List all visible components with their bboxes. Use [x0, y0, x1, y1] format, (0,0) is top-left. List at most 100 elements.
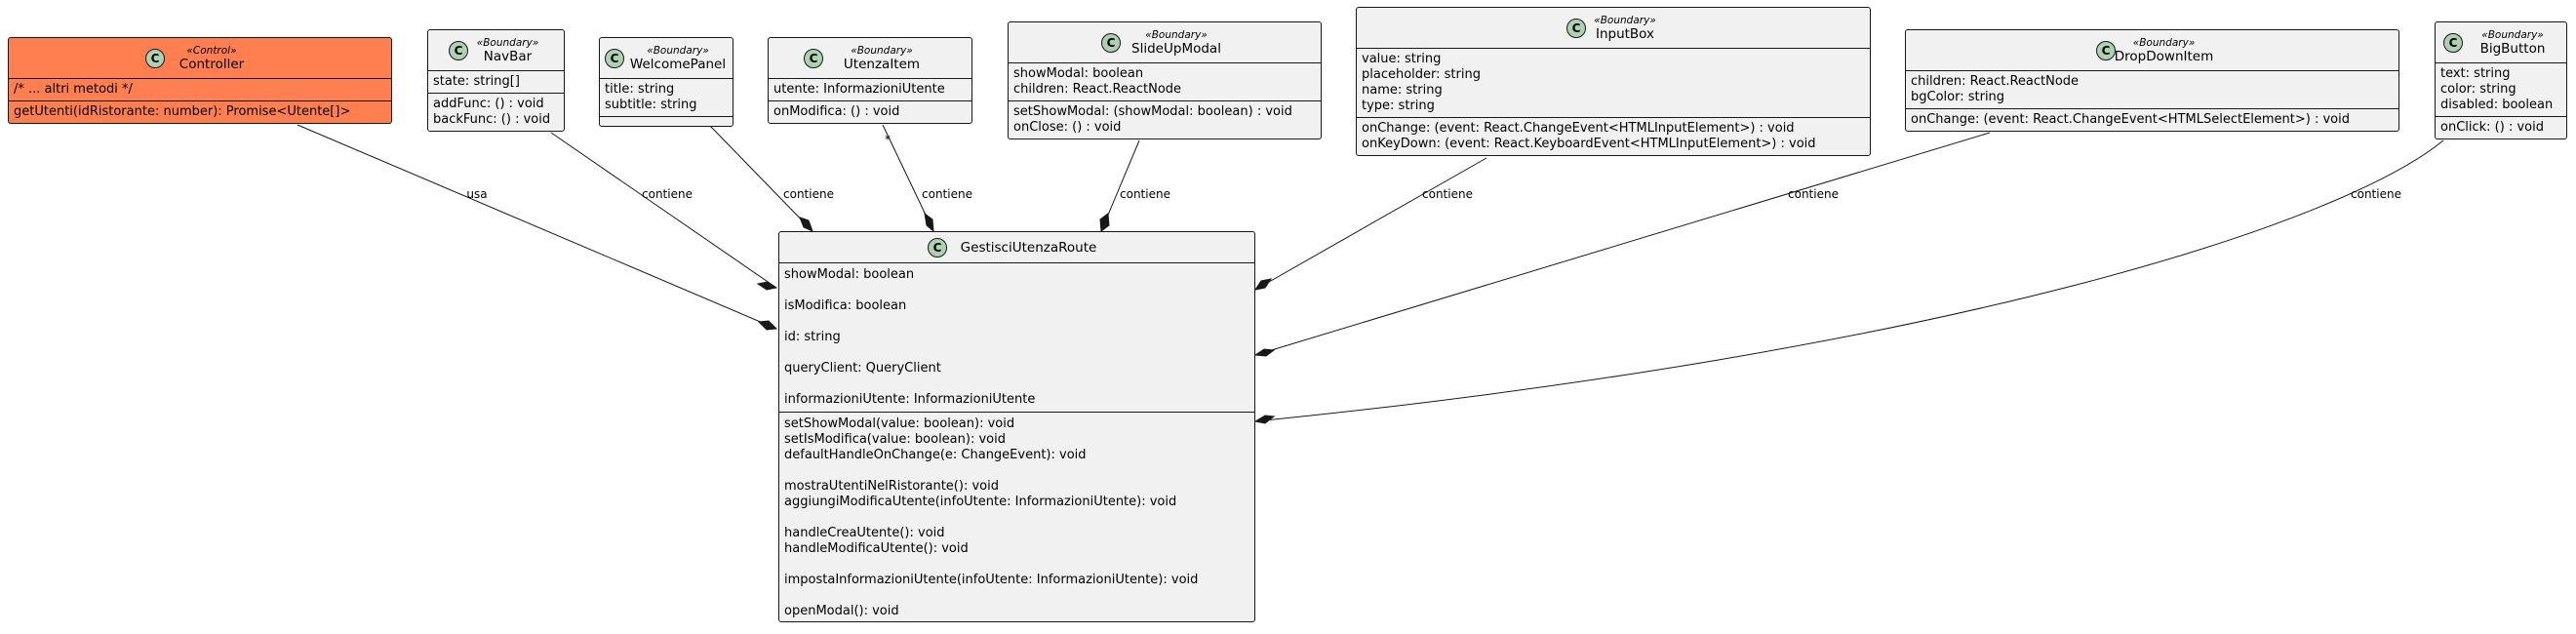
attribute-spacer	[784, 345, 1249, 361]
attribute: queryClient: QueryClient	[784, 361, 941, 376]
attribute: isModifica: boolean	[784, 298, 907, 313]
edge-label-usa: usa	[466, 187, 488, 201]
method-spacer	[784, 557, 1249, 573]
attribute: showModal: boolean	[784, 267, 915, 282]
attributes-section: showModal: boolean children: React.React…	[1009, 63, 1321, 100]
edge-inputbox-gestisci	[1254, 157, 1487, 291]
methods-section: setShowModal(value: boolean): void setIs…	[779, 412, 1254, 621]
edge-label-contiene: contiene	[1788, 187, 1839, 201]
class-name: InputBox	[1595, 25, 1655, 42]
method: backFunc: () : void	[433, 112, 551, 127]
composition-diamond	[799, 217, 813, 232]
class-name: BigButton	[2479, 40, 2546, 57]
methods-section: onModifica: () : void	[769, 100, 971, 123]
class-c-icon: C	[2096, 41, 2116, 60]
attribute: state: string[]	[433, 74, 520, 89]
attribute-spacer	[784, 283, 1249, 298]
edge-controller-gestisci	[297, 124, 777, 330]
class-dropdownitem: C «Boundary» DropDownItem children: Reac…	[1905, 29, 2399, 132]
class-c-icon: C	[928, 238, 947, 258]
method: handleModificaUtente(): void	[784, 541, 969, 556]
edge-navbar-gestisci	[550, 132, 777, 289]
attribute: bgColor: string	[1911, 90, 2005, 104]
method: aggiungiModificaUtente(infoUtente: Infor…	[784, 495, 1177, 509]
edge-bigbutton-gestisci	[1254, 139, 2444, 422]
class-stereotype: «Boundary»	[851, 44, 913, 57]
attribute: title: string	[605, 82, 675, 97]
class-name: UtenzaItem	[843, 56, 921, 72]
methods-section: onChange: (event: React.ChangeEvent<HTML…	[1357, 117, 1870, 155]
class-slideupmodal: C «Boundary» SlideUpModal showModal: boo…	[1008, 21, 1322, 139]
class-bigbutton: C «Boundary» BigButton text: string colo…	[2435, 21, 2567, 139]
method: addFunc: () : void	[433, 97, 544, 111]
edge-welcomepanel-gestisci	[708, 124, 813, 232]
multiplicity-label: *	[885, 133, 891, 146]
composition-diamond	[1253, 415, 1276, 424]
attribute: name: string	[1362, 83, 1443, 98]
class-utenzaitem: C «Boundary» UtenzaItem utente: Informaz…	[768, 37, 972, 124]
edge-label-contiene: contiene	[2351, 187, 2401, 201]
attributes-section: /* ... altri metodi */	[9, 79, 391, 100]
attribute: /* ... altri metodi */	[14, 82, 133, 97]
composition-diamond	[1253, 278, 1273, 291]
class-controller: C «Control» Controller /* ... altri meto…	[8, 37, 392, 124]
attributes-section: showModal: boolean isModifica: boolean i…	[779, 263, 1254, 412]
method: onChange: (event: React.ChangeEvent<HTML…	[1362, 121, 1795, 136]
composition-diamond	[1099, 213, 1110, 232]
method: onClose: () : void	[1013, 120, 1122, 135]
class-stereotype: «Boundary»	[476, 36, 539, 49]
edge-label-contiene: contiene	[642, 187, 693, 201]
edge-label-contiene: contiene	[1422, 187, 1473, 201]
class-c-icon: C	[804, 49, 823, 68]
attribute: children: React.ReactNode	[1911, 74, 2080, 89]
method: setShowModal: (showModal: boolean) : voi…	[1013, 104, 1292, 119]
class-stereotype: «Boundary»	[2481, 28, 2544, 41]
methods-section: getUtenti(idRistorante: number): Promise…	[9, 100, 391, 123]
class-c-icon: C	[2443, 33, 2463, 53]
attribute-spacer	[784, 314, 1249, 330]
class-stereotype: «Boundary»	[647, 44, 709, 57]
edge-label-contiene: contiene	[922, 187, 972, 201]
attribute: color: string	[2440, 82, 2517, 97]
method: onKeyDown: (event: React.KeyboardEvent<H…	[1362, 137, 1816, 151]
attributes-section: utente: InformazioniUtente	[769, 79, 971, 100]
attribute: text: string	[2440, 66, 2511, 81]
composition-diamond	[1253, 348, 1276, 357]
class-name: SlideUpModal	[1131, 40, 1221, 57]
attribute: placeholder: string	[1362, 67, 1481, 82]
edge-dropdownitem-gestisci	[1254, 132, 1991, 356]
class-c-icon: C	[1101, 33, 1121, 53]
method: impostaInformazioniUtente(infoUtente: In…	[784, 573, 1199, 587]
class-name: WelcomePanel	[629, 56, 727, 72]
methods-section: onClick: () : void	[2436, 116, 2566, 139]
method: onClick: () : void	[2440, 120, 2544, 135]
edge-label-contiene: contiene	[1120, 187, 1170, 201]
class-navbar: C «Boundary» NavBar state: string[] addF…	[427, 29, 565, 132]
attribute: type: string	[1362, 99, 1435, 113]
attributes-section: title: string subtitle: string	[600, 79, 733, 116]
method: setIsModifica(value: boolean): void	[784, 432, 1006, 447]
attribute: value: string	[1362, 52, 1442, 66]
class-c-icon: C	[1566, 19, 1586, 38]
method: setShowModal(value: boolean): void	[784, 416, 1015, 431]
method: onChange: (event: React.ChangeEvent<HTML…	[1911, 112, 2351, 127]
class-gestisciutenzaroute: C GestisciUtenzaRoute showModal: boolean…	[778, 231, 1255, 622]
method: mostraUtentiNelRistorante(): void	[784, 479, 999, 494]
attribute: informazioniUtente: InformazioniUtente	[784, 392, 1036, 407]
class-name: DropDownItem	[2114, 48, 2214, 64]
attributes-section: children: React.ReactNode bgColor: strin…	[1906, 71, 2398, 108]
methods-section: setShowModal: (showModal: boolean) : voi…	[1009, 100, 1321, 139]
class-c-icon: C	[605, 49, 624, 68]
class-c-icon: C	[145, 49, 165, 68]
class-stereotype: «Boundary»	[1145, 28, 1208, 41]
class-stereotype: «Control»	[186, 44, 237, 57]
class-name: GestisciUtenzaRoute	[960, 239, 1097, 256]
class-stereotype: «Boundary»	[2132, 36, 2196, 49]
class-name: Controller	[178, 56, 245, 72]
method: onModifica: () : void	[773, 104, 900, 119]
composition-diamond	[756, 281, 778, 291]
method-spacer	[784, 588, 1249, 604]
method-spacer	[784, 510, 1249, 526]
attributes-section: text: string color: string disabled: boo…	[2436, 63, 2566, 116]
